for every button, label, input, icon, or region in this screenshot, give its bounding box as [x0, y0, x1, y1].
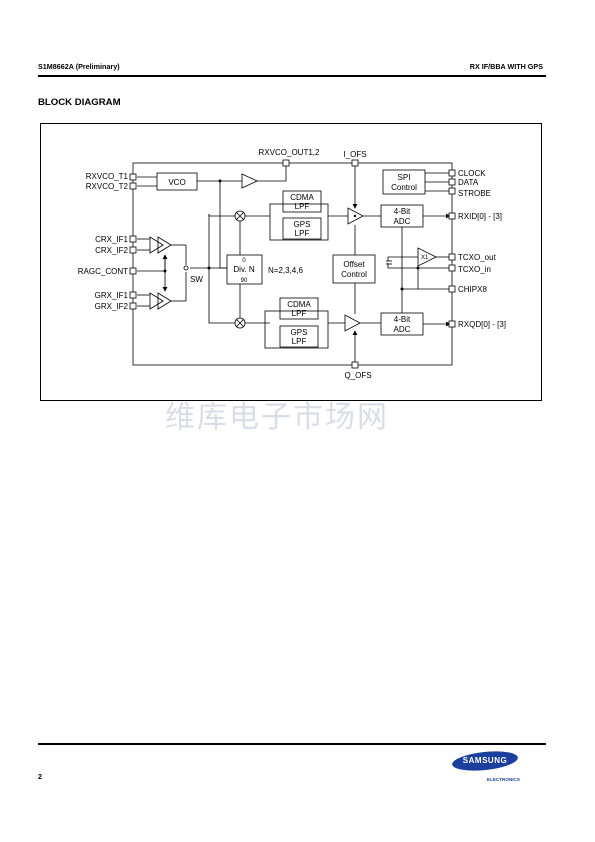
header-product-title: RX IF/BBA WITH GPS	[469, 62, 543, 71]
pin-tcxo-in: TCXO_in	[458, 265, 491, 274]
adc-bot-label-1: 4-Bit	[394, 315, 411, 324]
cdma-lpf-top	[282, 190, 322, 213]
cdma-lpf-bot	[279, 297, 319, 320]
div-phase-0: 0	[242, 258, 246, 264]
spi-label-1: SPI	[398, 173, 411, 182]
pin-grx-if1: GRX_IF1	[95, 291, 129, 300]
i-amp-triangle	[347, 207, 364, 225]
watermark: 维库电子市场网	[165, 400, 389, 435]
spi-label-2: Control	[391, 183, 417, 192]
gps-lpf-top	[282, 217, 322, 240]
logo-subtext: ELECTRONICS	[487, 777, 520, 782]
pin-chipx8: CHIPX8	[458, 285, 487, 294]
gps-lpf-bot-label-1: GPS	[291, 328, 308, 337]
div-label: Div. N	[233, 265, 254, 274]
vco-buffer-triangle	[241, 173, 258, 189]
cdma-lpf-bot-label-2: LPF	[292, 309, 307, 318]
pin-rxvco-t1: RXVCO_T1	[86, 172, 129, 181]
cdma-lpf-bot-label-1: CDMA	[287, 300, 311, 309]
page-number: 2	[38, 772, 42, 781]
pin-rxqd: RXQD[0] - [3]	[458, 320, 506, 329]
samsung-logo: SAMSUNG	[451, 748, 522, 774]
adc-bot-label-2: ADC	[394, 325, 411, 334]
pin-rxvco-t2: RXVCO_T2	[86, 182, 129, 191]
x1-label: X1	[421, 255, 429, 261]
adc-top-label-1: 4-Bit	[394, 207, 411, 216]
vco-block	[156, 172, 198, 191]
section-title: BLOCK DIAGRAM	[38, 97, 121, 108]
pin-i-ofs: I_OFS	[343, 150, 366, 159]
sw-label: SW	[190, 275, 203, 284]
offset-label-1: Offset	[343, 260, 365, 269]
pin-ragc-cont: RAGC_CONT	[78, 267, 128, 276]
diagram-frame	[40, 123, 542, 401]
gps-lpf-bot-label-2: LPF	[292, 337, 307, 346]
header-rule	[38, 75, 546, 77]
chip-outline	[132, 162, 453, 366]
pin-crx-if1: CRX_IF1	[95, 235, 128, 244]
offset-control-block	[332, 254, 376, 284]
pin-grx-if2: GRX_IF2	[95, 302, 129, 311]
pin-tcxo-out: TCXO_out	[458, 253, 497, 262]
logo-text: SAMSUNG	[462, 756, 508, 765]
div-ratio-label: N=2,3,4,6	[268, 266, 303, 275]
vco-label: VCO	[168, 178, 185, 187]
cdma-lpf-top-label-2: LPF	[295, 202, 310, 211]
pin-data: DATA	[458, 178, 479, 187]
cdma-lpf-top-label-1: CDMA	[290, 193, 314, 202]
gps-lpf-bot	[279, 325, 319, 348]
gps-lpf-top-label-2: LPF	[295, 229, 310, 238]
pin-strobe: STROBE	[458, 189, 491, 198]
div-phase-90: 90	[241, 278, 248, 284]
pin-rxid: RXID[0] - [3]	[458, 212, 502, 221]
pin-q-ofs: Q_OFS	[344, 371, 371, 380]
header-part-number: S1M8662A (Preliminary)	[38, 62, 120, 71]
pin-crx-if2: CRX_IF2	[95, 246, 128, 255]
footer-rule	[38, 743, 546, 745]
gps-lpf-top-label-1: GPS	[294, 220, 311, 229]
adc-top-label-2: ADC	[394, 217, 411, 226]
q-amp-triangle	[344, 314, 361, 332]
pin-clock: CLOCK	[458, 169, 486, 178]
offset-label-2: Control	[341, 270, 367, 279]
pin-rxvco-out: RXVCO_OUT1,2	[259, 148, 320, 157]
divider-block	[226, 254, 263, 285]
